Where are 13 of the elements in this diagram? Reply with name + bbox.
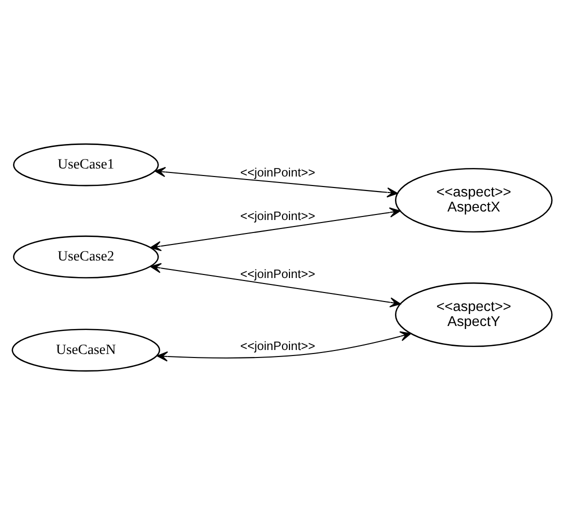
node-ellipse: UseCaseN — [12, 328, 160, 372]
node-ellipse: UseCase1 — [13, 143, 159, 186]
node-ellipse: <<aspect>> AspectX — [394, 168, 553, 233]
node-ellipse: UseCase2 — [13, 236, 159, 278]
edge-label: <<joinPoint>> — [240, 266, 316, 281]
edge-label: <<joinPoint>> — [240, 166, 316, 180]
node-ellipse: <<aspect>> AspectY — [394, 282, 553, 348]
arrow — [150, 263, 401, 308]
edge-label: <<joinPoint>> — [240, 209, 316, 224]
arrow — [156, 331, 412, 362]
edge-label: <<joinPoint>> — [240, 338, 316, 353]
arrow — [150, 207, 401, 252]
arrow — [154, 166, 398, 198]
